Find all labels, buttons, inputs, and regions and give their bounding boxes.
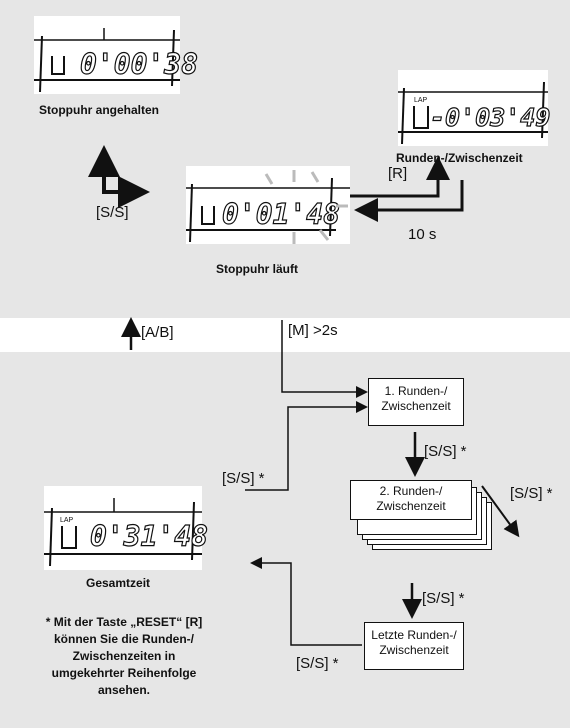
lcd-lap: LAP -0'03'49 bbox=[398, 70, 551, 146]
lcd-total-value: 0'31'48 bbox=[90, 520, 208, 553]
lcd-stopped-value: 0'00'38 bbox=[80, 48, 198, 81]
caption-lap: Runden-/Zwischenzeit bbox=[396, 151, 523, 165]
lcd-running-value: 0'01'48 bbox=[222, 198, 340, 231]
lcd-stopped: 0'00'38 bbox=[34, 16, 199, 94]
key-ss-top: [S/S] bbox=[96, 204, 129, 221]
lcd-running: 0'01'48 bbox=[186, 166, 350, 244]
box-last-lap: Letzte Runden-/Zwischenzeit bbox=[364, 622, 464, 670]
caption-total: Gesamtzeit bbox=[86, 576, 151, 590]
key-10s: 10 s bbox=[408, 226, 437, 243]
m-arrow bbox=[281, 320, 368, 398]
key-ss-star-diag: [S/S] * bbox=[510, 485, 553, 502]
key-ss-star-loop: [S/S] * bbox=[222, 470, 265, 487]
key-r: [R] bbox=[388, 165, 408, 182]
key-ss-star-2: [S/S] * bbox=[422, 590, 465, 607]
tens-arrow bbox=[354, 180, 464, 222]
back-arrow bbox=[250, 557, 362, 646]
diagonal-arrow bbox=[481, 485, 520, 538]
lcd-total: LAP 0'31'48 bbox=[44, 486, 209, 570]
caption-stopped: Stoppuhr angehalten bbox=[39, 103, 159, 117]
key-ss-star-last: [S/S] * bbox=[296, 655, 339, 672]
lap-indicator: LAP bbox=[414, 97, 428, 104]
key-ss-star-1: [S/S] * bbox=[424, 443, 467, 460]
key-ab: [A/B] bbox=[141, 324, 174, 341]
loop-arrow bbox=[245, 401, 368, 491]
footnote: * Mit der Taste „RESET“ [R] können Sie d… bbox=[45, 615, 203, 697]
box-second-lap: 2. Runden-/Zwischenzeit bbox=[350, 480, 472, 520]
total-indicator: LAP bbox=[60, 517, 74, 524]
key-m: [M] >2s bbox=[288, 322, 338, 339]
box-first-lap: 1. Runden-/Zwischenzeit bbox=[368, 378, 464, 426]
lcd-lap-value: -0'03'49 bbox=[430, 103, 550, 132]
ss-up-right-arrow bbox=[102, 155, 150, 208]
r-arrow bbox=[348, 156, 450, 198]
blink-rays bbox=[264, 170, 348, 244]
caption-running: Stoppuhr läuft bbox=[216, 262, 298, 276]
